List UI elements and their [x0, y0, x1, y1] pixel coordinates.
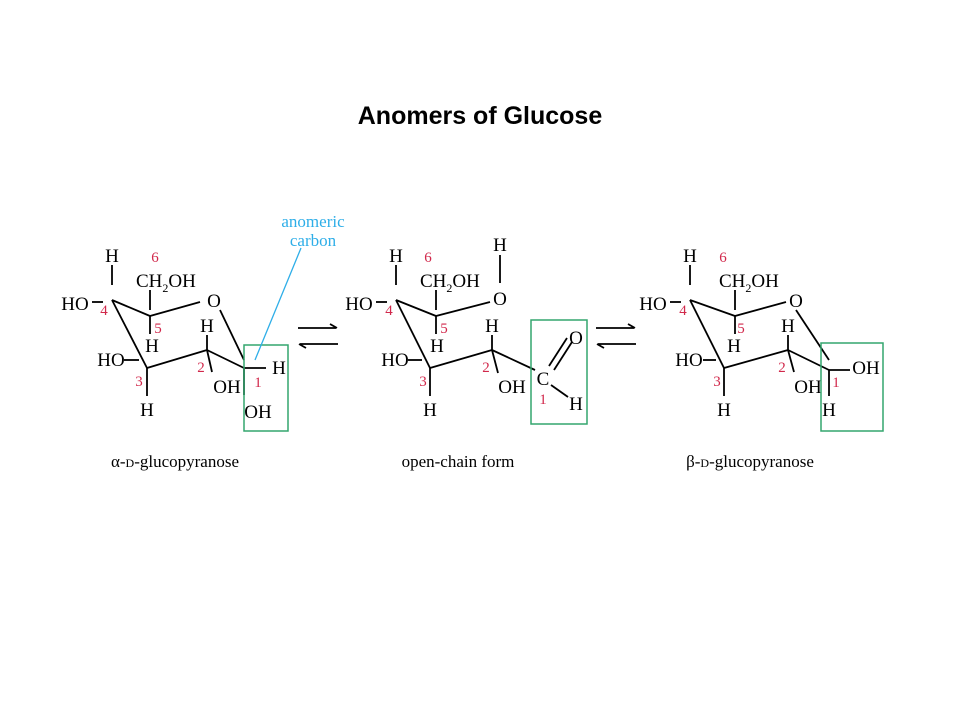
subscript-two: 2: [162, 281, 168, 295]
alpha-prefix: α-: [111, 452, 126, 471]
carbon-number-4: 4: [385, 303, 393, 319]
carbon-number-3: 3: [713, 374, 721, 390]
anomeric-highlight-box: [820, 342, 884, 432]
carbon-number-5: 5: [154, 321, 162, 337]
carbon-number-6: 6: [424, 250, 432, 266]
atom-h: H: [272, 358, 286, 379]
subscript-two: 2: [745, 281, 751, 295]
atom-h: H: [423, 400, 437, 421]
carbonyl-highlight-box: [530, 319, 588, 425]
subscript-two: 2: [446, 281, 452, 295]
atom-h: H: [727, 336, 741, 357]
atom-h: H: [493, 235, 507, 256]
atom-h: H: [683, 246, 697, 267]
anomeric-pointer-line: [254, 247, 302, 361]
atom-ho: HO: [97, 350, 124, 371]
anomeric-highlight-box: [243, 344, 289, 432]
atom-h: H: [430, 336, 444, 357]
atom-ho: HO: [639, 294, 666, 315]
annotation-carbon: carbon: [290, 231, 337, 250]
atom-ho: HO: [61, 294, 88, 315]
atom-oh: OH: [213, 377, 241, 398]
page-title: Anomers of Glucose: [357, 102, 603, 130]
open-chain-structure: H HO HO H CH2OH H O H H OH C O H 6 4 5 3…: [345, 235, 588, 471]
carbon-number-6: 6: [719, 250, 727, 266]
anomeric-oh-alpha: OH: [244, 402, 272, 423]
carbon-number-4: 4: [100, 303, 108, 319]
atom-h: H: [145, 336, 159, 357]
ch-label: CH: [420, 271, 447, 292]
equilibrium-arrows-right: [596, 323, 636, 349]
atom-oh: OH: [794, 377, 822, 398]
atom-h: H: [822, 400, 836, 421]
carbon-number-2: 2: [778, 360, 786, 376]
atom-h: H: [389, 246, 403, 267]
ch2oh-group: CH2OH: [420, 271, 480, 295]
atom-h: H: [717, 400, 731, 421]
beta-prefix: β-: [686, 452, 701, 471]
alpha-caption-rest: -glucopyranose: [134, 452, 239, 471]
oh-label: OH: [168, 271, 196, 292]
carbon-number-3: 3: [419, 374, 427, 390]
carbon-number-6: 6: [151, 250, 159, 266]
small-caps-d: D: [700, 456, 709, 470]
aldehyde-h: H: [569, 394, 583, 415]
carbon-number-3: 3: [135, 374, 143, 390]
hydroxyl-oxygen: O: [493, 289, 507, 310]
atom-ho: HO: [345, 294, 372, 315]
carbon-number-1: 1: [254, 375, 262, 391]
beta-caption: β-D-glucopyranose: [686, 452, 814, 471]
carbon-number-4: 4: [679, 303, 687, 319]
ch2oh-group: CH2OH: [136, 271, 196, 295]
alpha-caption: α-D-glucopyranose: [111, 452, 239, 471]
equilibrium-arrows-left: [298, 323, 338, 349]
atom-h: H: [140, 400, 154, 421]
atom-oh: OH: [498, 377, 526, 398]
annotation-anomeric: anomeric: [281, 212, 345, 231]
carbonyl-carbon: C: [537, 369, 550, 390]
atom-h: H: [105, 246, 119, 267]
open-chain-caption: open-chain form: [402, 452, 515, 471]
ch-label: CH: [136, 271, 163, 292]
carbon-number-5: 5: [737, 321, 745, 337]
small-caps-d: D: [126, 456, 135, 470]
atom-h: H: [200, 316, 214, 337]
anomeric-oh-beta: OH: [852, 358, 880, 379]
atom-ho: HO: [381, 350, 408, 371]
atom-ho: HO: [675, 350, 702, 371]
ring-oxygen: O: [789, 291, 803, 312]
carbon-number-2: 2: [197, 360, 205, 376]
beta-caption-rest: -glucopyranose: [709, 452, 814, 471]
ring-oxygen: O: [207, 291, 221, 312]
oh-label: OH: [751, 271, 779, 292]
ch-label: CH: [719, 271, 746, 292]
beta-glucopyranose-structure: H HO HO H CH2OH O H H OH OH H 6 4 5 3 2 …: [639, 246, 884, 471]
oh-label: OH: [452, 271, 480, 292]
alpha-glucopyranose-structure: H HO HO H CH2OH O H H OH H OH 6 4 5 3 2 …: [61, 212, 345, 471]
carbon-number-1: 1: [832, 375, 840, 391]
carbon-number-2: 2: [482, 360, 490, 376]
carbonyl-oxygen: O: [569, 328, 583, 349]
ch2oh-group: CH2OH: [719, 271, 779, 295]
atom-h: H: [781, 316, 795, 337]
atom-h: H: [485, 316, 499, 337]
carbon-number-1: 1: [539, 392, 547, 408]
carbon-number-5: 5: [440, 321, 448, 337]
